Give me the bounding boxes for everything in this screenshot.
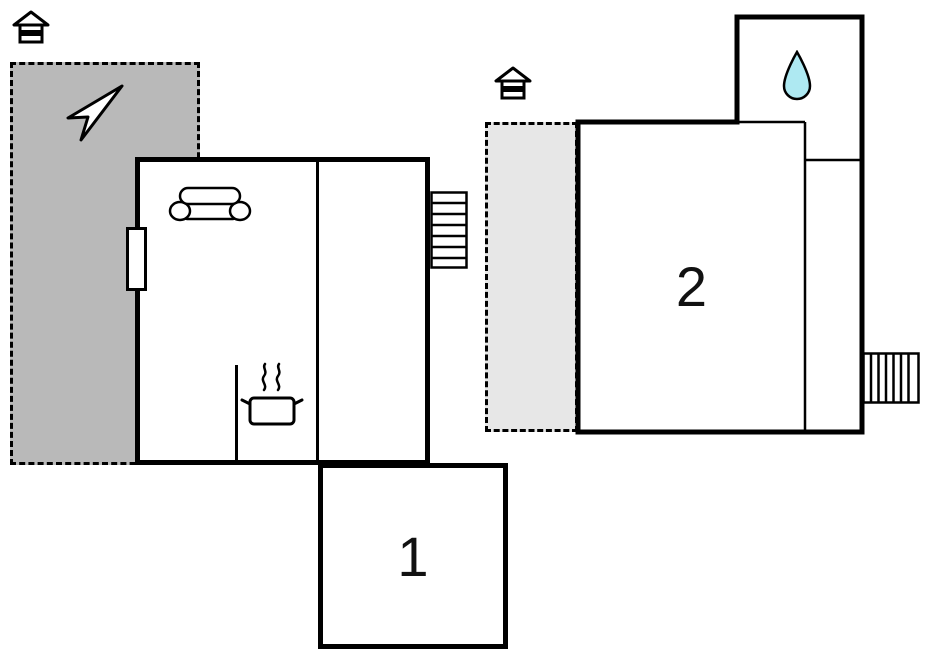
building-2-walls	[575, 14, 865, 435]
house-entrance-icon	[12, 10, 50, 44]
room-1-label: 1	[397, 524, 429, 588]
kitchen-partition-wall	[235, 365, 238, 461]
stove-pot-icon	[240, 362, 304, 426]
north-arrow-icon	[66, 84, 124, 142]
terrace-right	[485, 122, 578, 432]
water-drop-icon	[782, 50, 812, 101]
house-entrance-icon	[494, 66, 532, 100]
sofa-icon	[168, 186, 252, 222]
interior-wall-vertical	[316, 161, 319, 461]
stairs-icon	[430, 191, 468, 269]
room-2-label: 2	[675, 254, 708, 318]
room-1	[318, 463, 508, 649]
stairs-icon	[862, 352, 920, 404]
door-window	[126, 227, 147, 291]
